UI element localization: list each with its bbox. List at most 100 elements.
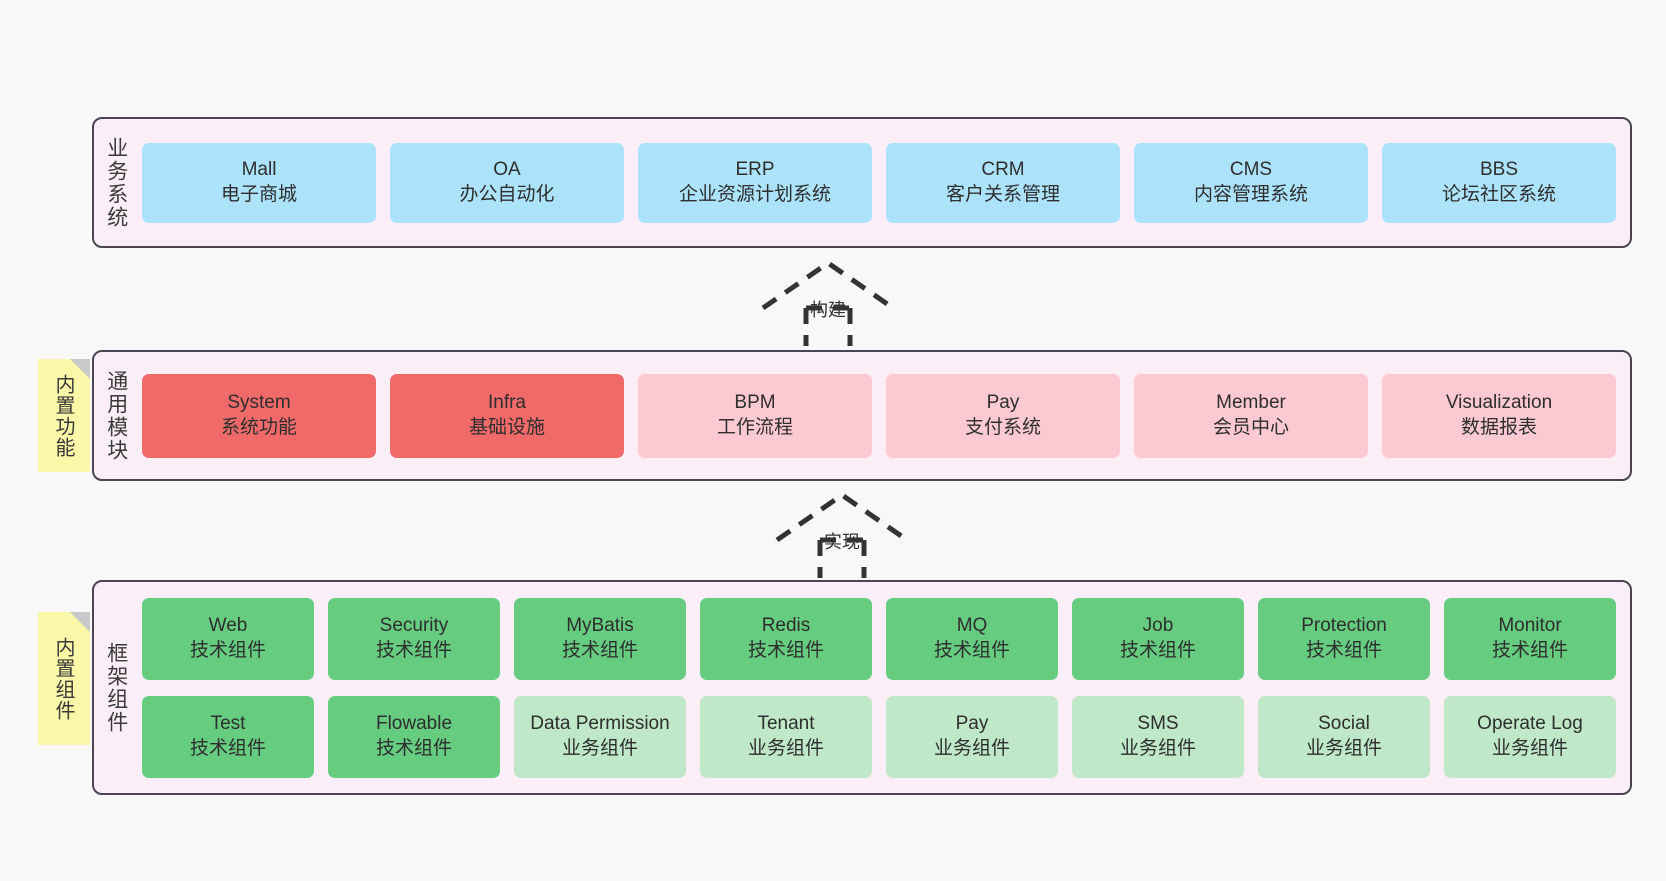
framework-tech-card-title: Redis (761, 615, 811, 637)
framework-business-card-subtitle: 业务组件 (561, 737, 638, 759)
business-system-card-title: Mall (241, 159, 277, 181)
business-system-card-subtitle: 内容管理系统 (1193, 183, 1308, 205)
framework-business-card-title: Operate Log (1477, 713, 1583, 735)
framework-tech-card-subtitle: 技术组件 (561, 639, 638, 661)
common-module-card-subtitle: 系统功能 (220, 416, 297, 438)
business-system-card-subtitle: 客户关系管理 (945, 183, 1060, 205)
framework-business-card-title: Tenant (757, 713, 815, 735)
layer-common-modules-label: 通用模块 (104, 369, 129, 462)
sticky-note-builtin-function-label: 内置功能 (52, 373, 76, 458)
framework-tech-card-subtitle: 技术组件 (933, 639, 1010, 661)
arrow-implement-label: 实现 (824, 532, 860, 553)
business-system-card-title: BBS (1479, 159, 1519, 181)
common-module-card-subtitle: 会员中心 (1212, 416, 1289, 438)
page-fold-icon (70, 359, 90, 379)
business-system-card-subtitle: 办公自动化 (459, 183, 555, 205)
framework-tech-card-subtitle: 技术组件 (1305, 639, 1382, 661)
framework-tech-card-title: Monitor (1498, 615, 1562, 637)
framework-tech-card-subtitle: 技术组件 (1119, 639, 1196, 661)
common-module-card-title: BPM (734, 392, 776, 414)
sticky-note-builtin-component-label: 内置组件 (52, 636, 76, 721)
framework-tech-card-title: Web (208, 615, 248, 637)
framework-business-card-subtitle: 技术组件 (189, 737, 266, 759)
framework-tech-card-subtitle: 技术组件 (189, 639, 266, 661)
common-module-card-subtitle: 支付系统 (964, 416, 1041, 438)
common-module-card-title: Member (1216, 392, 1286, 414)
framework-business-card-title: Data Permission (530, 713, 670, 735)
business-system-card-title: ERP (735, 159, 775, 181)
framework-business-card-subtitle: 业务组件 (747, 737, 824, 759)
page-fold-icon (70, 612, 90, 632)
common-module-card-title: Infra (487, 392, 527, 414)
framework-business-card-subtitle: 业务组件 (1305, 737, 1382, 759)
common-module-card-subtitle: 工作流程 (716, 416, 793, 438)
business-system-card-title: CMS (1229, 159, 1273, 181)
framework-tech-card-title: Protection (1301, 615, 1387, 637)
common-module-card-title: System (227, 392, 291, 414)
framework-business-card-subtitle: 业务组件 (1119, 737, 1196, 759)
sticky-note-builtin-component: 内置组件 (38, 612, 90, 745)
framework-business-card-title: Test (210, 713, 246, 735)
business-system-card-subtitle: 电子商城 (220, 183, 297, 205)
framework-tech-card-title: MQ (956, 615, 988, 637)
framework-business-card-subtitle: 业务组件 (1491, 737, 1568, 759)
framework-tech-card-title: MyBatis (566, 615, 634, 637)
framework-business-card-title: Social (1318, 713, 1370, 735)
arrow-implement: 实现 (772, 490, 912, 580)
business-system-card-subtitle: 论坛社区系统 (1441, 183, 1556, 205)
framework-tech-card-title: Security (379, 615, 449, 637)
framework-business-card-title: Pay (955, 713, 989, 735)
arrow-build-label: 构建 (810, 300, 846, 321)
common-module-card-subtitle: 数据报表 (1460, 416, 1537, 438)
framework-tech-card-subtitle: 技术组件 (375, 639, 452, 661)
framework-tech-card-title: Job (1142, 615, 1174, 637)
framework-business-card-title: Flowable (375, 713, 453, 735)
framework-business-card-title: SMS (1137, 713, 1179, 735)
common-module-card-title: Pay (986, 392, 1020, 414)
business-system-card-subtitle: 企业资源计划系统 (678, 183, 831, 205)
business-system-card-title: CRM (981, 159, 1025, 181)
framework-tech-card-subtitle: 技术组件 (747, 639, 824, 661)
common-module-card-title: Visualization (1445, 392, 1553, 414)
layer-framework-components-label: 框架组件 (104, 641, 129, 734)
arrow-build: 构建 (758, 258, 898, 348)
framework-business-card-subtitle: 业务组件 (933, 737, 1010, 759)
common-module-card-subtitle: 基础设施 (468, 416, 545, 438)
arrow-implement-shape (775, 491, 909, 578)
